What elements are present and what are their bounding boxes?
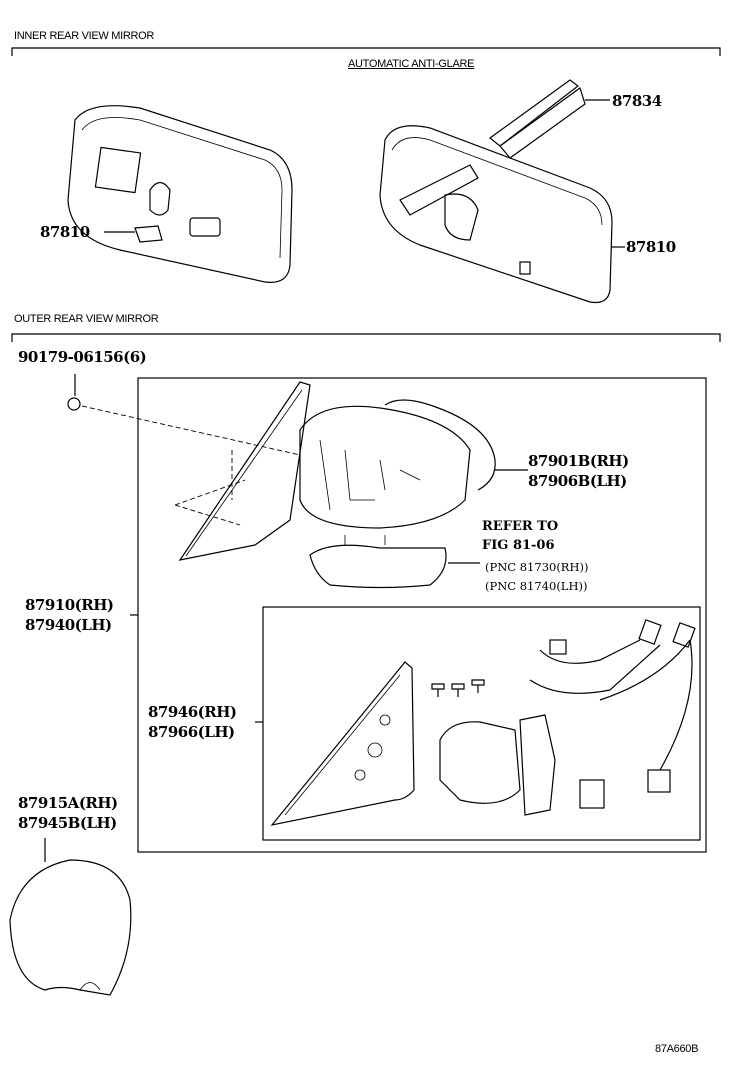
- refer-pnc-rh-label: (PNC 81730(RH)): [485, 560, 589, 574]
- mirror-actuator: [439, 714, 556, 816]
- refer-fig-label[interactable]: FIG 81-06: [482, 538, 555, 553]
- assembly-rh-label[interactable]: 87910(RH): [25, 596, 114, 614]
- mirror-base: [270, 661, 415, 826]
- screws: [431, 679, 485, 697]
- glass-rh-label[interactable]: 87901B(RH): [528, 452, 629, 470]
- refer-to-label: REFER TO: [482, 519, 559, 534]
- base-rh-label[interactable]: 87946(RH): [148, 703, 237, 721]
- inner-mirror-section-title: INNER REAR VIEW MIRROR: [14, 30, 155, 42]
- cover-lh-label[interactable]: 87945B(LH): [18, 814, 117, 832]
- bolt-icon: [67, 397, 81, 411]
- anti-glare-sensor: [489, 79, 610, 159]
- cover-rh-label[interactable]: 87915A(RH): [18, 794, 118, 812]
- inner-mirror-left: [67, 105, 293, 283]
- outer-mirror-section-title: OUTER REAR VIEW MIRROR: [14, 313, 159, 325]
- assembly-lh-label[interactable]: 87940(LH): [25, 616, 112, 634]
- anti-glare-subtitle: AUTOMATIC ANTI-GLARE: [348, 58, 475, 70]
- base-assembly-box: [262, 606, 701, 841]
- refer-pnc-lh-label: (PNC 81740(LH)): [485, 579, 588, 593]
- outer-mirror-assembly: [174, 381, 528, 561]
- figure-code: 87A660B: [655, 1043, 699, 1055]
- wire-harness: [529, 619, 696, 809]
- part-87834-label[interactable]: 87834: [612, 92, 662, 110]
- mirror-cover: [9, 859, 132, 996]
- inner-section-bracket: [11, 47, 721, 56]
- bolt-part-label[interactable]: 90179-06156(6): [18, 348, 147, 366]
- glass-lh-label[interactable]: 87906B(LH): [528, 472, 627, 490]
- outer-section-bracket: [11, 333, 721, 342]
- base-lh-label[interactable]: 87966(LH): [148, 723, 235, 741]
- part-87810-right-label[interactable]: 87810: [626, 238, 676, 256]
- inner-mirror-auto: [379, 125, 625, 304]
- assembly-box: [137, 377, 707, 853]
- turn-signal-lamp: [309, 535, 480, 589]
- part-87810-left-label[interactable]: 87810: [40, 223, 90, 241]
